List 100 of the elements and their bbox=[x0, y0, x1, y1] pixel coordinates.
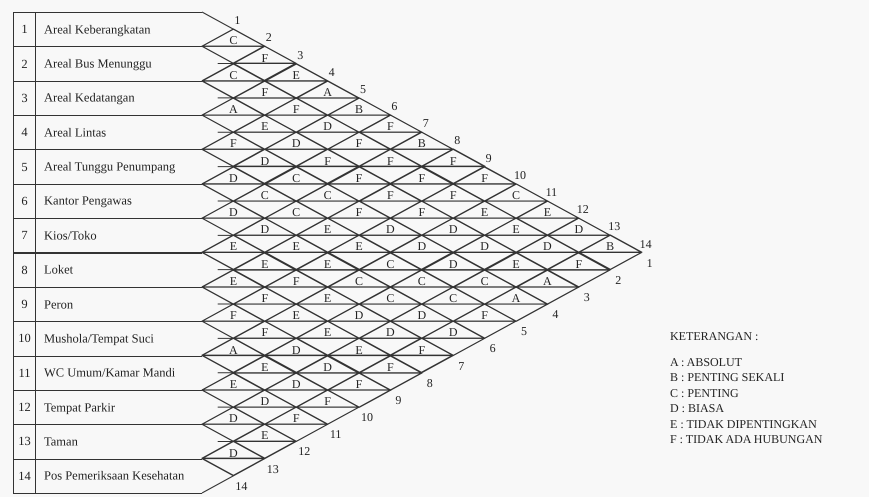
relationship-code: D bbox=[292, 137, 301, 150]
legend-entry: B : PENTING SEKALI bbox=[670, 371, 784, 384]
relationship-code: F bbox=[230, 309, 237, 322]
relationship-code: D bbox=[323, 360, 332, 373]
legend-entry: A : ABSOLUT bbox=[670, 356, 742, 368]
row-number: 13 bbox=[608, 220, 620, 232]
row-number: 7 bbox=[14, 219, 36, 252]
relationship-code: A bbox=[323, 86, 332, 98]
relationship-code: F bbox=[387, 120, 394, 132]
row-number: 5 bbox=[521, 325, 527, 338]
relationship-code: B bbox=[418, 137, 426, 150]
relationship-code: D bbox=[260, 223, 270, 236]
relationship-code: E bbox=[324, 292, 332, 304]
row-number: 4 bbox=[552, 308, 558, 320]
relationship-code: D bbox=[292, 344, 301, 356]
relationship-code: D bbox=[229, 446, 238, 459]
relationship-code: E bbox=[512, 223, 520, 236]
relationship-code: E bbox=[324, 258, 332, 270]
relationship-code: D bbox=[260, 395, 270, 408]
relationship-code: E bbox=[230, 274, 238, 287]
row-number: 14 bbox=[640, 238, 652, 250]
activity-name: WC Umum/Kamar Mandi bbox=[44, 366, 176, 381]
relationship-code: D bbox=[574, 223, 584, 236]
row-number: 13 bbox=[14, 425, 36, 459]
activity-row bbox=[13, 12, 202, 48]
row-number: 1 bbox=[646, 256, 653, 268]
relationship-code: F bbox=[261, 86, 268, 98]
relationship-code: D bbox=[260, 154, 270, 167]
relationship-code: E bbox=[292, 68, 300, 81]
relationship-code: F bbox=[387, 360, 394, 373]
relationship-code: D bbox=[292, 378, 301, 390]
activity-name: Areal Tunggu Penumpang bbox=[44, 160, 176, 175]
row-number: 8 bbox=[426, 376, 433, 389]
relationship-diamond bbox=[202, 441, 265, 476]
relationship-code: E bbox=[324, 326, 332, 338]
relationship-code: D bbox=[386, 326, 395, 338]
relationship-code: B bbox=[606, 240, 614, 252]
relationship-code: E bbox=[355, 240, 363, 252]
activity-name: Areal Keberangkatan bbox=[44, 22, 151, 38]
relationship-code: F bbox=[575, 258, 582, 270]
row-number: 7 bbox=[422, 117, 429, 130]
activity-row bbox=[13, 218, 202, 254]
row-number: 5 bbox=[14, 150, 36, 184]
row-number: 12 bbox=[576, 203, 589, 216]
row-number: 2 bbox=[14, 47, 36, 81]
legend-entry: C : PENTING bbox=[670, 386, 739, 400]
row-number: 6 bbox=[391, 100, 398, 112]
relationship-code: D bbox=[229, 172, 238, 184]
row-number: 3 bbox=[584, 290, 590, 303]
relationship-code: A bbox=[229, 344, 238, 356]
relationship-code: F bbox=[418, 206, 426, 218]
relationship-code: D bbox=[543, 240, 552, 252]
row-number: 12 bbox=[14, 390, 36, 424]
legend-title: KETERANGAN : bbox=[670, 330, 758, 343]
relationship-code: D bbox=[448, 223, 458, 236]
row-number: 2 bbox=[615, 274, 622, 286]
relationship-code: E bbox=[261, 360, 268, 373]
relationship-code: E bbox=[480, 206, 488, 218]
relationship-code: F bbox=[481, 309, 488, 322]
relationship-code: C bbox=[354, 274, 363, 287]
row-number: 12 bbox=[298, 445, 310, 458]
activity-name: Kios/Toko bbox=[44, 228, 97, 244]
relationship-code: E bbox=[292, 309, 300, 322]
relationship-code: D bbox=[417, 309, 426, 322]
row-number: 11 bbox=[546, 186, 558, 198]
row-number: 6 bbox=[14, 184, 36, 218]
activity-name: Peron bbox=[44, 297, 74, 312]
row-number: 4 bbox=[328, 66, 335, 78]
relationship-code: F bbox=[230, 137, 237, 150]
activity-name: Areal Bus Menunggu bbox=[44, 56, 152, 72]
row-number: 13 bbox=[266, 462, 279, 475]
relationship-code: B bbox=[354, 103, 363, 116]
row-number: 1 bbox=[234, 14, 240, 26]
relationship-code: A bbox=[543, 274, 552, 287]
relationship-code: F bbox=[261, 326, 268, 338]
relationship-code: D bbox=[323, 120, 332, 132]
relationship-code: F bbox=[387, 188, 394, 201]
row-number: 5 bbox=[360, 82, 366, 95]
relationship-code: F bbox=[356, 378, 362, 390]
relationship-code: F bbox=[324, 395, 331, 408]
relationship-code: C bbox=[260, 188, 269, 201]
activity-name: Pos Pemeriksaan Kesehatan bbox=[44, 468, 184, 484]
relationship-code: C bbox=[292, 206, 300, 218]
relationship-code: D bbox=[229, 412, 238, 424]
row-number: 9 bbox=[14, 288, 36, 322]
relationship-code: F bbox=[356, 137, 362, 150]
relationship-code: C bbox=[386, 258, 394, 270]
activity-name: Mushola/Tempat Suci bbox=[44, 331, 154, 346]
row-number: 14 bbox=[14, 460, 36, 493]
relationship-code: E bbox=[261, 120, 268, 132]
activity-row bbox=[13, 252, 202, 288]
activity-name: Kantor Pengawas bbox=[44, 194, 132, 209]
relationship-code: F bbox=[481, 172, 488, 184]
legend-entry: D : BIASA bbox=[670, 402, 724, 415]
relationship-code: F bbox=[292, 274, 300, 287]
relationship-code: D bbox=[480, 240, 489, 252]
row-number: 2 bbox=[266, 31, 272, 44]
row-number: 3 bbox=[297, 48, 304, 61]
relationship-code: F bbox=[292, 412, 300, 424]
row-number: 14 bbox=[235, 480, 248, 492]
